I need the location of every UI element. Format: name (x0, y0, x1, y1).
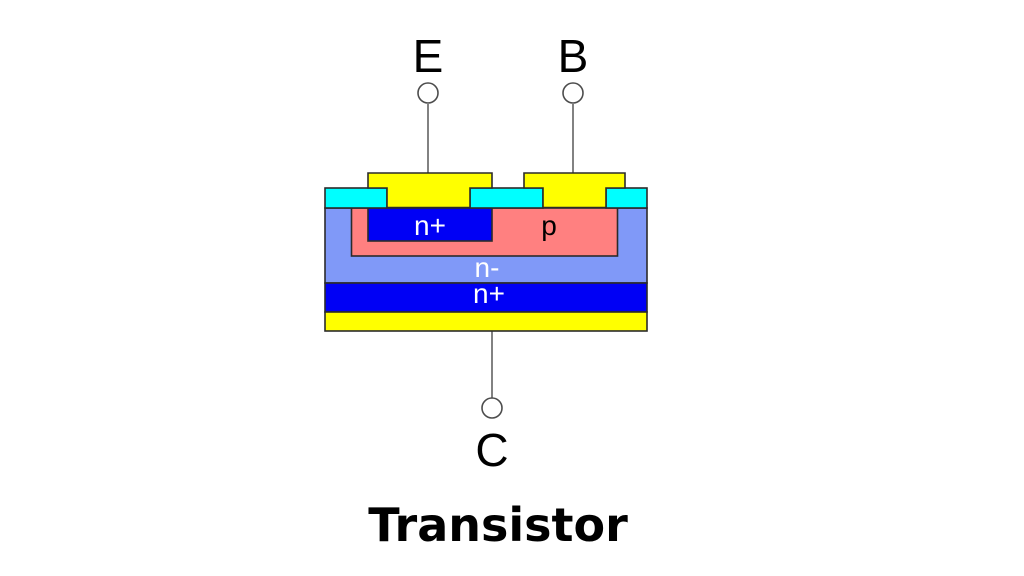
oxide-strip-left (324, 187, 388, 209)
base-metal-contact (523, 172, 626, 209)
collector-terminal-node (481, 397, 503, 419)
substrate-region-label: n+ (473, 278, 505, 309)
base-region-label: p (541, 210, 557, 241)
drift-region-label: n- (475, 252, 500, 283)
emitter-terminal-node (417, 82, 439, 104)
diagram-title: Transistor (368, 498, 628, 552)
emitter-region-label: n+ (414, 210, 446, 241)
oxide-strip-middle (469, 187, 544, 209)
n-plus-emitter-well (367, 207, 493, 242)
emitter-terminal-label: E (413, 30, 444, 82)
base-terminal-node (562, 82, 584, 104)
oxide-strip-right (605, 187, 648, 209)
collector-terminal-label: C (475, 424, 508, 476)
collector-metal-layer (324, 311, 648, 332)
base-terminal-label: B (558, 30, 589, 82)
emitter-metal-contact (367, 172, 493, 209)
